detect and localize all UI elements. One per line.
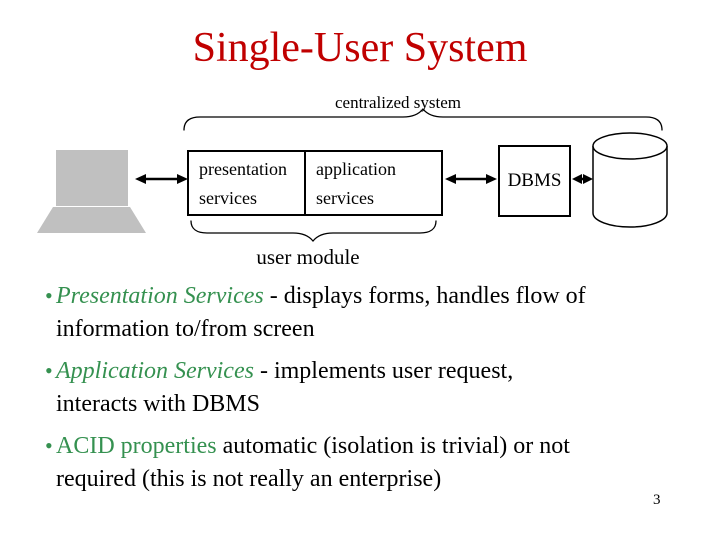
- bullet-item-presentation-services: • Presentation Services - displays forms…: [45, 280, 710, 346]
- application-services-label-line1: application: [316, 159, 396, 179]
- dbms-label: DBMS: [507, 170, 562, 191]
- bullet-icon: •: [45, 358, 53, 383]
- page-title: Single-User System: [192, 25, 528, 71]
- presentation-services-cell: presentation services: [189, 152, 306, 214]
- database-cylinder-icon: [592, 132, 668, 228]
- bullet-item-application-services: • Application Services - implements user…: [45, 355, 710, 421]
- double-headed-arrow-icon: [135, 174, 188, 184]
- application-services-label-line2: services: [316, 188, 374, 208]
- bullet-text-line1: - displays forms, handles flow of: [263, 283, 586, 309]
- user-module-label: user module: [256, 245, 360, 269]
- double-headed-arrow-icon: [445, 174, 497, 184]
- bullet-text-line2: information to/from screen: [56, 316, 315, 342]
- application-services-cell: application services: [306, 152, 396, 214]
- bullet-term: ACID properties: [56, 433, 217, 459]
- bullet-term: Application Services: [56, 358, 254, 384]
- bullet-text-line1: automatic (isolation is trivial) or not: [216, 433, 570, 459]
- presentation-services-label-line1: presentation: [199, 159, 287, 179]
- presentation-services-label-line2: services: [199, 188, 257, 208]
- bullet-text-line2: required (this is not really an enterpri…: [56, 466, 442, 492]
- bullet-icon: •: [45, 433, 53, 458]
- slide-number: 3: [653, 492, 661, 508]
- double-headed-arrow-icon: [572, 174, 593, 184]
- underbrace-icon: [190, 220, 437, 243]
- centralized-system-label: centralized system: [334, 93, 462, 112]
- computer-terminal-icon: [37, 150, 146, 233]
- bullet-item-acid-properties: • ACID properties automatic (isolation i…: [45, 430, 710, 496]
- bullet-icon: •: [45, 283, 53, 308]
- dbms-box: DBMS: [498, 145, 571, 217]
- bullet-text-line1: - implements user request,: [253, 358, 514, 384]
- bullet-text-line2: interacts with DBMS: [56, 391, 260, 417]
- bullet-term: Presentation Services: [56, 283, 264, 309]
- user-module-box: presentation services application servic…: [187, 150, 443, 216]
- bullet-list: • Presentation Services - displays forms…: [45, 280, 710, 505]
